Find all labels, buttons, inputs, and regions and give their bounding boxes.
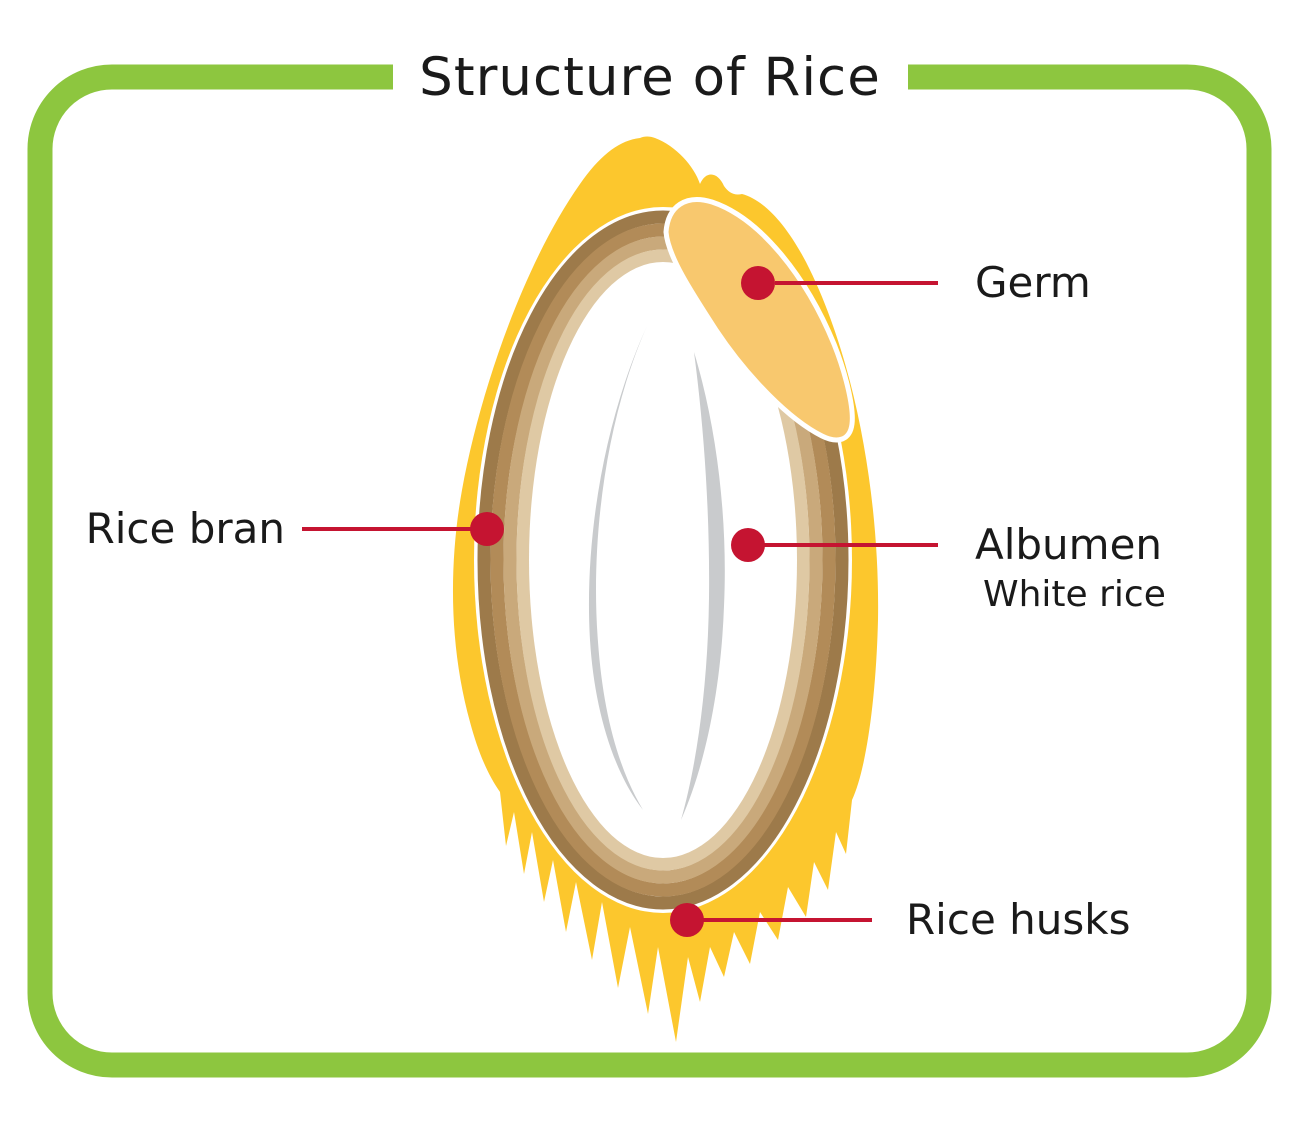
germ-marker-dot: [741, 266, 775, 300]
rice-husks-marker-dot: [670, 903, 704, 937]
albumen-label: Albumen: [975, 520, 1163, 569]
page-title: Structure of Rice: [419, 47, 881, 108]
bran-layer-second: [490, 223, 836, 897]
albumen-sublabel: White rice: [983, 574, 1166, 615]
bran-layer-third: [503, 236, 823, 884]
crease-line-right: [681, 352, 725, 820]
rice-bran-label: Rice bran: [85, 504, 285, 553]
germ-label: Germ: [975, 258, 1091, 307]
rice-bran-marker-dot: [470, 512, 504, 546]
bran-layer-inner: [516, 249, 810, 871]
rice-husks-label: Rice husks: [906, 895, 1131, 944]
germ-shape: [663, 197, 855, 443]
bran-layer-outer: [477, 210, 849, 910]
albumen-interior: [529, 262, 797, 858]
title-border-gap: [393, 50, 908, 104]
albumen-marker-dot: [731, 528, 765, 562]
